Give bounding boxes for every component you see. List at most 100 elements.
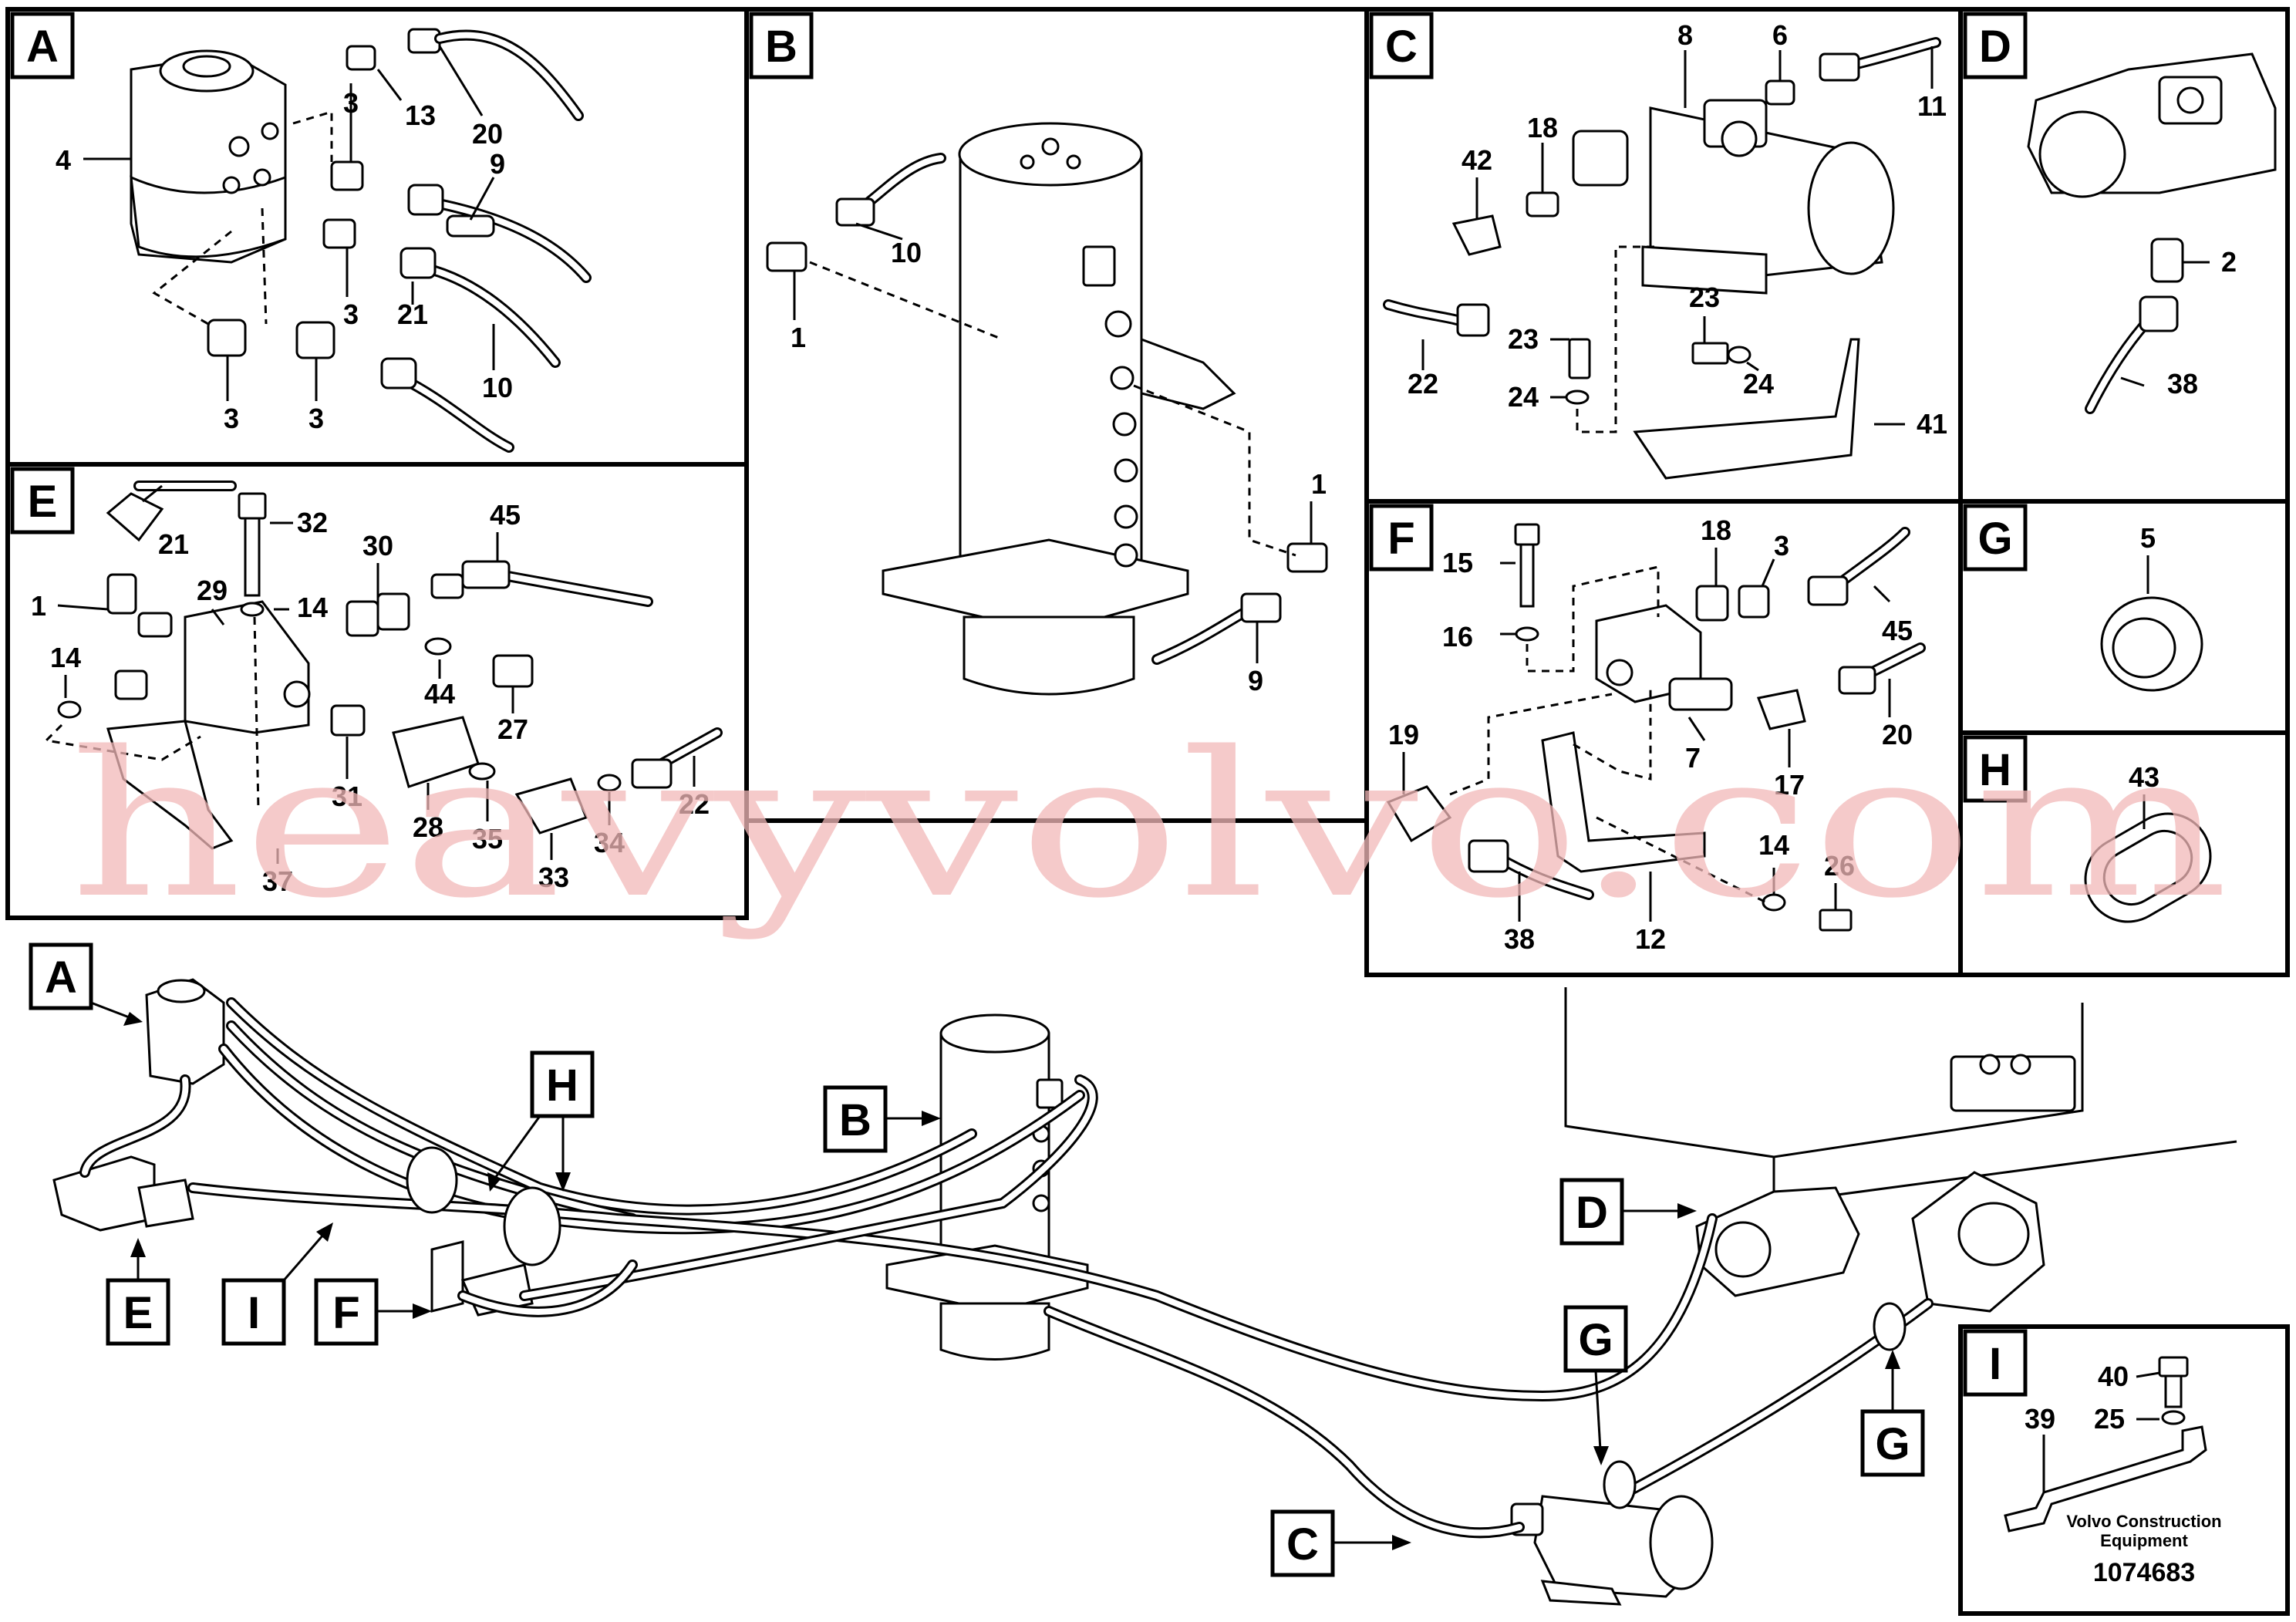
- overview-label-h: H: [487, 1050, 595, 1192]
- svg-text:2: 2: [2221, 246, 2237, 278]
- svg-text:33: 33: [538, 862, 569, 893]
- svg-text:E: E: [28, 477, 58, 527]
- svg-text:3: 3: [1774, 530, 1789, 561]
- panel-i-drawing: 40 39 25 Volvo Construction Equipment 10…: [2004, 1356, 2222, 1587]
- svg-text:28: 28: [413, 811, 443, 843]
- svg-text:G: G: [1977, 514, 2012, 564]
- svg-text:1: 1: [1311, 468, 1327, 500]
- svg-text:19: 19: [1388, 719, 1419, 750]
- svg-text:29: 29: [197, 575, 228, 606]
- svg-text:1: 1: [31, 590, 46, 622]
- panel-i-letter: I: [1963, 1329, 2028, 1397]
- svg-text:23: 23: [1689, 282, 1720, 313]
- svg-text:24: 24: [1743, 368, 1774, 400]
- svg-text:40: 40: [2098, 1361, 2129, 1392]
- svg-text:14: 14: [297, 592, 328, 623]
- watermark: heavyvolvo.com: [69, 710, 2229, 943]
- svg-text:42: 42: [1462, 144, 1492, 176]
- panel-c-drawing: 8 6 11 42 18 23 22 23 24 24 41: [1383, 19, 1947, 480]
- svg-text:34: 34: [594, 827, 625, 858]
- svg-text:39: 39: [2025, 1403, 2055, 1435]
- svg-text:21: 21: [397, 298, 428, 330]
- svg-text:G: G: [1578, 1315, 1613, 1365]
- svg-text:15: 15: [1442, 547, 1473, 578]
- svg-text:31: 31: [332, 781, 362, 812]
- svg-text:10: 10: [482, 372, 513, 403]
- svg-text:3: 3: [343, 298, 359, 330]
- svg-text:C: C: [1286, 1519, 1319, 1570]
- svg-text:A: A: [26, 22, 59, 72]
- svg-text:35: 35: [472, 823, 503, 855]
- panel-b-letter: B: [749, 12, 814, 79]
- svg-text:41: 41: [1917, 408, 1947, 440]
- svg-text:3: 3: [343, 87, 359, 119]
- svg-text:D: D: [1576, 1188, 1608, 1238]
- svg-text:8: 8: [1677, 19, 1693, 51]
- svg-text:C: C: [1385, 22, 1418, 72]
- panel-e-letter: E: [10, 467, 75, 534]
- svg-text:30: 30: [362, 530, 393, 561]
- svg-text:38: 38: [1504, 923, 1535, 955]
- svg-text:20: 20: [1882, 719, 1913, 750]
- overview-drawing: A B H D E: [29, 943, 2237, 1606]
- svg-text:14: 14: [50, 642, 81, 673]
- overview-label-a: A: [29, 943, 143, 1026]
- svg-text:B: B: [765, 22, 797, 72]
- svg-text:18: 18: [1701, 514, 1731, 546]
- svg-text:22: 22: [679, 788, 710, 820]
- svg-text:21: 21: [158, 528, 189, 560]
- svg-text:14: 14: [1758, 829, 1789, 861]
- panel-a-frame: [5, 7, 749, 467]
- svg-text:I: I: [248, 1288, 260, 1338]
- svg-text:16: 16: [1442, 621, 1473, 653]
- panel-e-frame: [5, 462, 749, 920]
- panel-g-letter: G: [1963, 504, 2028, 572]
- panel-h-letter: H: [1963, 735, 2028, 803]
- svg-text:20: 20: [472, 118, 503, 150]
- panel-h-drawing: 43: [2084, 761, 2212, 923]
- svg-text:37: 37: [262, 865, 293, 897]
- svg-text:45: 45: [490, 499, 521, 531]
- overview-label-c: C: [1270, 1509, 1411, 1577]
- panel-g-drawing: 5: [2100, 522, 2203, 692]
- svg-text:9: 9: [490, 148, 505, 180]
- overview-label-g-1: G: [1563, 1305, 1628, 1465]
- svg-text:45: 45: [1882, 615, 1913, 646]
- svg-text:26: 26: [1824, 850, 1855, 882]
- svg-text:A: A: [45, 953, 77, 1003]
- overview-label-d: D: [1559, 1178, 1697, 1246]
- panel-i-frame: [1958, 1324, 2290, 1616]
- svg-text:F: F: [1387, 514, 1414, 564]
- panel-a-letter: A: [10, 12, 75, 79]
- svg-text:6: 6: [1772, 19, 1788, 51]
- overview-label-f: F: [314, 1278, 432, 1346]
- overview-label-g-2: G: [1860, 1350, 1925, 1477]
- overview-label-i: I: [221, 1222, 333, 1346]
- clamp: [2004, 1425, 2207, 1533]
- footer-part-number: 1074683: [2093, 1558, 2195, 1587]
- svg-text:D: D: [1979, 22, 2011, 72]
- svg-text:F: F: [332, 1288, 359, 1338]
- svg-text:32: 32: [297, 507, 328, 538]
- svg-text:1: 1: [791, 322, 806, 353]
- panel-b-drawing: 10 1 1 9: [766, 122, 1328, 696]
- svg-text:17: 17: [1774, 769, 1805, 801]
- footer-company-line1: Volvo Construction: [2066, 1512, 2221, 1531]
- svg-text:23: 23: [1508, 323, 1539, 355]
- svg-text:H: H: [1979, 745, 2011, 795]
- svg-text:18: 18: [1527, 112, 1558, 143]
- svg-text:I: I: [1989, 1339, 2001, 1389]
- svg-text:11: 11: [1917, 90, 1947, 122]
- overview-label-b: B: [823, 1085, 941, 1153]
- svg-text:12: 12: [1635, 923, 1666, 955]
- svg-text:H: H: [546, 1061, 578, 1111]
- panel-d-letter: D: [1963, 12, 2028, 79]
- panel-f-drawing: 15 18 3 16 45 19 7 17 20 14 26 38 12: [1386, 514, 1926, 955]
- svg-text:24: 24: [1508, 381, 1539, 413]
- svg-text:9: 9: [1248, 665, 1263, 696]
- svg-text:44: 44: [424, 678, 455, 710]
- svg-text:43: 43: [2129, 761, 2159, 793]
- svg-text:4: 4: [56, 144, 71, 176]
- svg-text:25: 25: [2094, 1403, 2125, 1435]
